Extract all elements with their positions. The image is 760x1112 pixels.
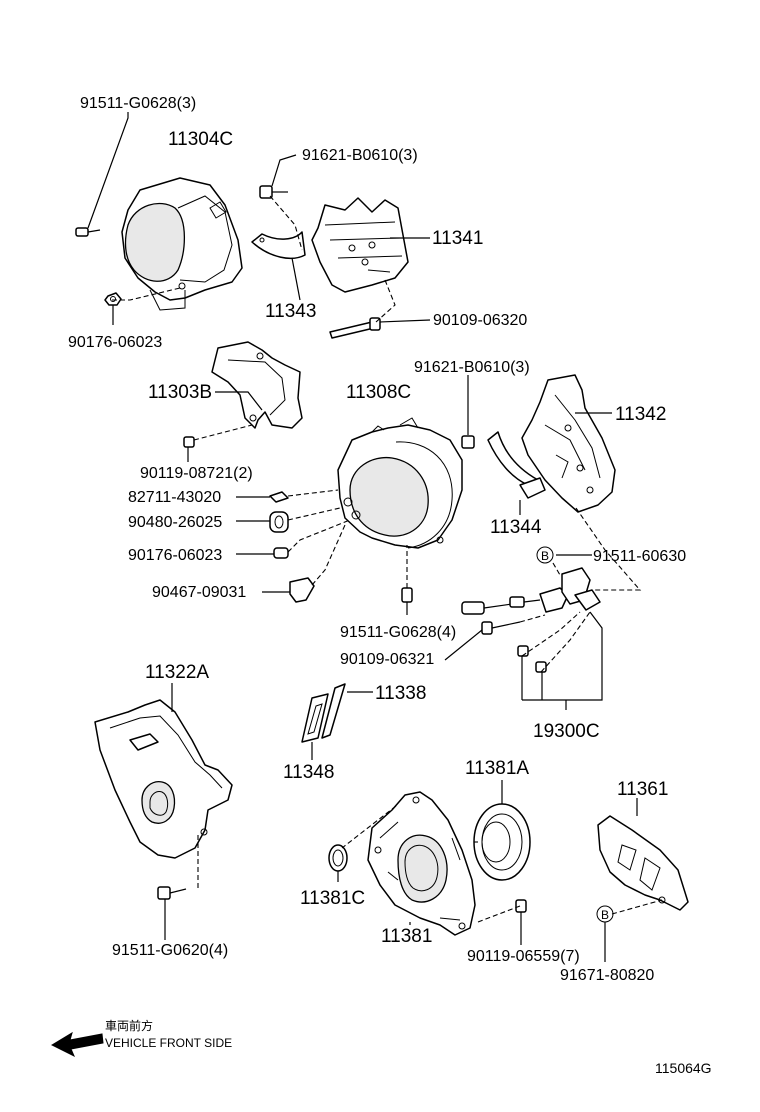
label-91671-80820: 91671-80820 xyxy=(560,967,654,984)
label-11361: 11361 xyxy=(617,779,668,800)
clip-82711-43020 xyxy=(269,491,289,503)
nut-90176-06023-a xyxy=(104,292,122,306)
part-11338 xyxy=(321,683,346,739)
part-11343 xyxy=(251,231,306,259)
front-direction-arrow-icon xyxy=(50,1031,104,1058)
part-11348 xyxy=(301,693,329,743)
label-11304c: 11304C xyxy=(168,129,233,150)
bolt-91511-g0620 xyxy=(157,886,187,900)
part-11304c xyxy=(121,177,243,311)
label-11344: 11344 xyxy=(490,517,542,538)
part-19300c xyxy=(461,567,601,615)
part-11381c xyxy=(328,844,348,872)
part-11341 xyxy=(311,197,409,293)
leader-lines xyxy=(87,112,663,962)
label-11348: 11348 xyxy=(283,762,334,783)
label-90109-06321: 90109-06321 xyxy=(340,651,434,668)
bolt-90109-06321 xyxy=(481,621,521,635)
label-91511-g0628-3: 91511-G0628(3) xyxy=(80,95,196,112)
bolt-91511-g0628-a xyxy=(75,227,101,237)
clamp-90467-09031 xyxy=(289,577,315,603)
bolt-90119-08721 xyxy=(183,436,195,448)
grommet-90480-26025 xyxy=(269,511,289,533)
label-91511-g0620-4: 91511-G0620(4) xyxy=(112,942,228,959)
figure-id: 115064G xyxy=(655,1060,712,1076)
bolt-90119-06559 xyxy=(515,899,527,913)
nut-90176-06023-b xyxy=(273,547,289,559)
bolt-90109-06320 xyxy=(329,317,381,339)
label-91621-b0610-3-b: 91621-B0610(3) xyxy=(414,359,530,376)
label-19300c: 19300C xyxy=(533,721,600,742)
part-11303b xyxy=(211,341,303,429)
vehicle-front-indicator: 車両前方 VEHICLE FRONT SIDE xyxy=(50,1018,232,1058)
label-11338: 11338 xyxy=(375,683,426,704)
part-11322a xyxy=(94,699,233,859)
label-11322a: 11322A xyxy=(145,662,209,683)
part-11381a xyxy=(473,803,531,881)
label-11381: 11381 xyxy=(381,926,432,947)
label-91621-b0610-3-a: 91621-B0610(3) xyxy=(302,147,418,164)
label-90119-08721-2: 90119-08721(2) xyxy=(140,465,253,482)
label-90176-06023-b: 90176-06023 xyxy=(128,547,222,564)
label-11303b: 11303B xyxy=(148,382,212,403)
part-11342 xyxy=(521,374,616,513)
vehicle-front-en: VEHICLE FRONT SIDE xyxy=(105,1036,232,1050)
label-90480-26025: 90480-26025 xyxy=(128,514,222,531)
bolt-19300c-b xyxy=(535,661,547,673)
callout-b-upper: B xyxy=(536,546,554,564)
label-11381a: 11381A xyxy=(465,758,529,779)
label-11341: 11341 xyxy=(432,228,483,249)
label-11343: 11343 xyxy=(265,301,316,322)
label-90467-09031: 90467-09031 xyxy=(152,584,246,601)
label-90176-06023-a: 90176-06023 xyxy=(68,334,162,351)
callout-b-lower: B xyxy=(596,905,614,923)
label-11308c: 11308C xyxy=(346,382,411,403)
callout-b-lower-text: B xyxy=(601,908,609,922)
bolt-19300c-a xyxy=(517,645,529,657)
bolt-91511-g0628-b xyxy=(401,587,413,603)
label-82711-43020: 82711-43020 xyxy=(128,489,221,506)
label-91511-60630: 91511-60630 xyxy=(593,548,686,565)
label-11342: 11342 xyxy=(615,404,666,425)
label-90109-06320: 90109-06320 xyxy=(433,312,527,329)
label-91511-g0628-4: 91511-G0628(4) xyxy=(340,624,456,641)
label-90119-06559-7: 90119-06559(7) xyxy=(467,948,580,965)
bolt-91621-b0610-a xyxy=(259,185,288,199)
part-11308c xyxy=(337,417,463,549)
vehicle-front-jp: 車両前方 xyxy=(105,1018,153,1033)
bolt-91621-b0610-b xyxy=(461,435,475,449)
label-11381c: 11381C xyxy=(300,888,365,909)
part-11344 xyxy=(487,431,546,499)
part-11361 xyxy=(597,815,689,911)
part-11381 xyxy=(367,791,476,936)
callout-b-upper-text: B xyxy=(541,549,549,563)
